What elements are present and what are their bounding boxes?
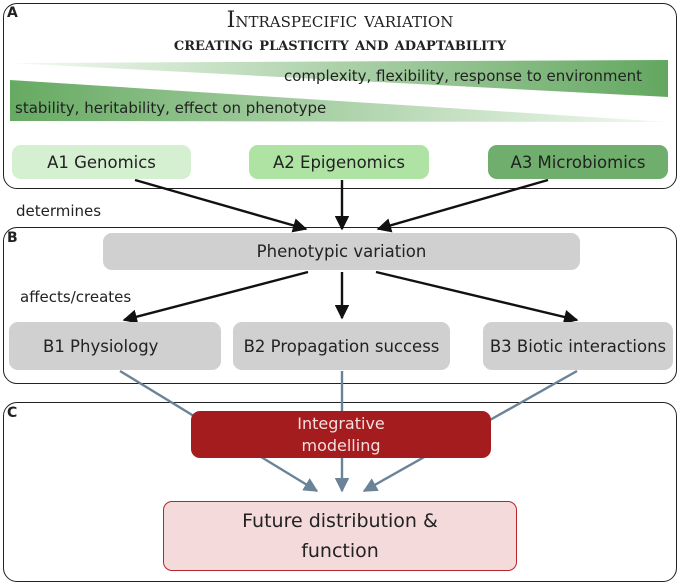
biotic-interactions-label: B3 Biotic interactions [489,336,667,356]
integrative-modelling-box: Integrative modelling [191,411,491,458]
gradient-wedge-bottom [10,80,668,122]
microbiomics-box: A3 Microbiomics [488,145,668,179]
physiology-label: B1 Physiology [43,336,159,356]
physiology-box: B1 Physiology [9,322,221,370]
title-line-1: Intraspecific variation [226,8,454,33]
phenotypic-variation-label: Phenotypic variation [256,242,427,261]
panel-a-letter: A [7,5,18,21]
panel-c-letter: C [7,405,18,421]
genomics-label: A1 Genomics [47,152,156,172]
gradient-label-top: complexity, flexibility, response to env… [284,67,643,85]
epigenomics-label: A2 Epigenomics [272,152,406,172]
integrative-line-2: modelling [301,435,381,455]
arrow-microbiomics-to-phenotype [376,178,549,233]
title-line-2: creating plasticity and adaptability [173,34,507,55]
gradient-label-bottom: stability, heritability, effect on pheno… [15,99,327,117]
arrow-phenotype-to-physiology [122,270,309,324]
determines-label: determines [16,202,102,220]
propagation-success-label: B2 Propagation success [243,336,440,356]
integrative-line-1: Integrative [297,413,385,433]
future-line-1: Future distribution & [242,510,438,532]
arrow-phenotype-to-biotic [375,270,579,324]
gradient-wedge-top [10,60,668,97]
phenotypic-variation-box: Phenotypic variation [103,233,580,270]
biotic-interactions-box: B3 Biotic interactions [483,322,673,370]
microbiomics-label: A3 Microbiomics [510,152,646,172]
propagation-success-box: B2 Propagation success [233,322,450,370]
panel-b-letter: B [7,230,18,246]
future-line-2: function [301,540,379,562]
affects-creates-label: affects/creates [20,288,132,306]
arrow-genomics-to-phenotype [134,178,308,233]
epigenomics-box: A2 Epigenomics [249,145,429,179]
future-distribution-box: Future distribution & function [163,501,517,571]
genomics-box: A1 Genomics [12,145,191,179]
